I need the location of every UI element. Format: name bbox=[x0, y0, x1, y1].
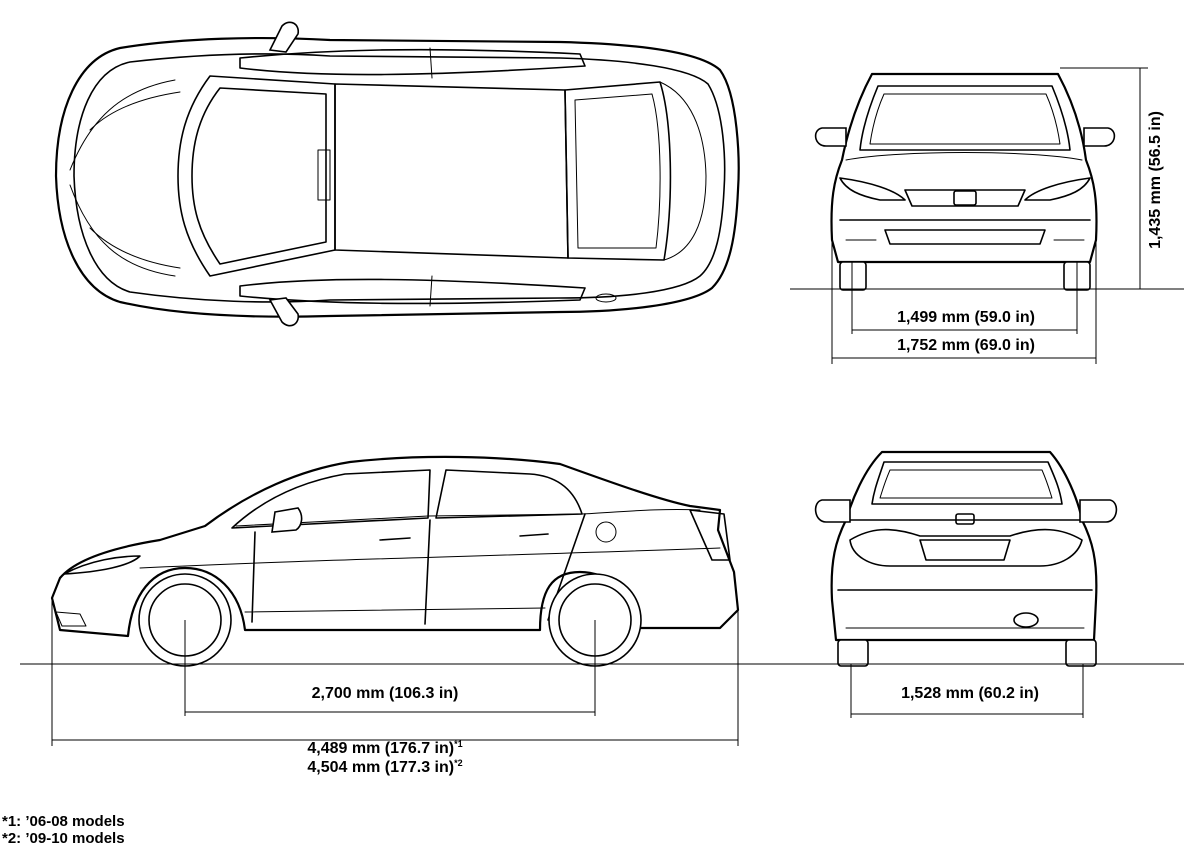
height-dimension: 1,435 mm (56.5 in) bbox=[1060, 67, 1164, 289]
width-label: 1,752 mm (69.0 in) bbox=[897, 337, 1035, 354]
height-label: 1,435 mm (56.5 in) bbox=[1147, 111, 1164, 249]
rear-track-label: 1,528 mm (60.2 in) bbox=[901, 685, 1039, 702]
rear-view-car bbox=[814, 450, 1118, 667]
front-track-label: 1,499 mm (59.0 in) bbox=[897, 309, 1035, 326]
front-view-car bbox=[814, 72, 1116, 291]
wheelbase-dimension: 2,700 mm (106.3 in) bbox=[184, 620, 596, 716]
wheelbase-label: 2,700 mm (106.3 in) bbox=[312, 685, 459, 702]
width-dimension: 1,752 mm (69.0 in) bbox=[831, 240, 1097, 364]
length-label-a: 4,489 mm (176.7 in)*1 bbox=[307, 739, 462, 757]
footnote-2: *2: ’09-10 models bbox=[2, 830, 125, 847]
side-view-car bbox=[50, 455, 740, 667]
footnote-1: *1: ’06-08 models bbox=[2, 813, 125, 830]
length-label-b: 4,504 mm (177.3 in)*2 bbox=[307, 758, 462, 776]
rear-track-dimension: 1,528 mm (60.2 in) bbox=[850, 664, 1084, 718]
length-dimension: 4,489 mm (176.7 in)*1 4,504 mm (177.3 in… bbox=[51, 598, 739, 776]
front-track-dimension: 1,499 mm (59.0 in) bbox=[851, 262, 1078, 334]
top-view-car bbox=[54, 21, 740, 327]
